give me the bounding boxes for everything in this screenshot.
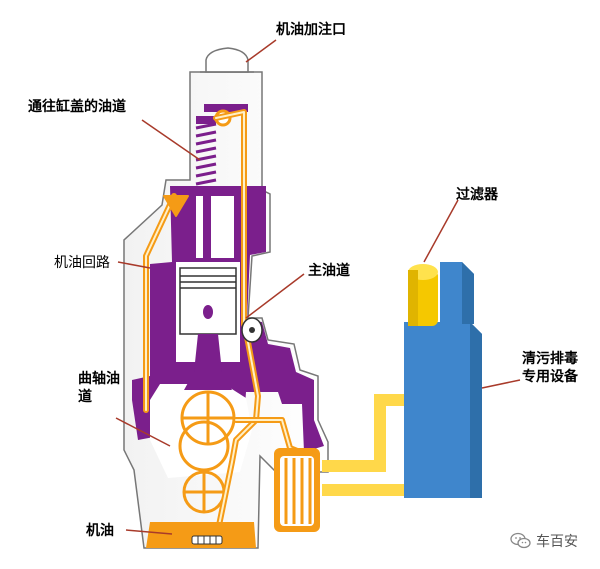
cleaning-device	[404, 262, 482, 498]
oil-strainer	[191, 535, 223, 545]
label-crankshaft-passage: 曲轴油道	[78, 371, 120, 405]
connection-pipes	[322, 394, 404, 496]
valve-stem	[203, 186, 211, 258]
label-cleaning-device: 清污排毒专用设备	[522, 351, 578, 385]
rocker-arm	[204, 104, 248, 112]
piston	[179, 267, 237, 335]
label-main-gallery: 主油道	[308, 263, 350, 279]
oil-pump	[241, 317, 263, 343]
filter-cylinder	[408, 264, 438, 326]
crankcase-cavity	[150, 384, 252, 478]
watermark-text: 车百安	[536, 534, 578, 550]
spring-retainer	[196, 116, 216, 124]
valve-chamber	[196, 196, 234, 258]
oil-sump	[146, 522, 256, 548]
label-oil-filler: 机油加注口	[276, 22, 346, 38]
watermark: 车百安	[510, 531, 578, 551]
label-oil: 机油	[86, 523, 114, 539]
oil-filler-cap	[205, 47, 249, 73]
label-filter: 过滤器	[456, 187, 498, 203]
label-oil-circuit: 机油回路	[54, 255, 110, 271]
wechat-icon	[510, 532, 531, 549]
oil-filter-canister	[274, 448, 320, 532]
valve-spring	[195, 122, 217, 186]
label-cylinder-head-passage: 通往缸盖的油道	[28, 99, 126, 115]
connecting-rod	[184, 334, 232, 390]
callout-lines	[115, 39, 521, 535]
